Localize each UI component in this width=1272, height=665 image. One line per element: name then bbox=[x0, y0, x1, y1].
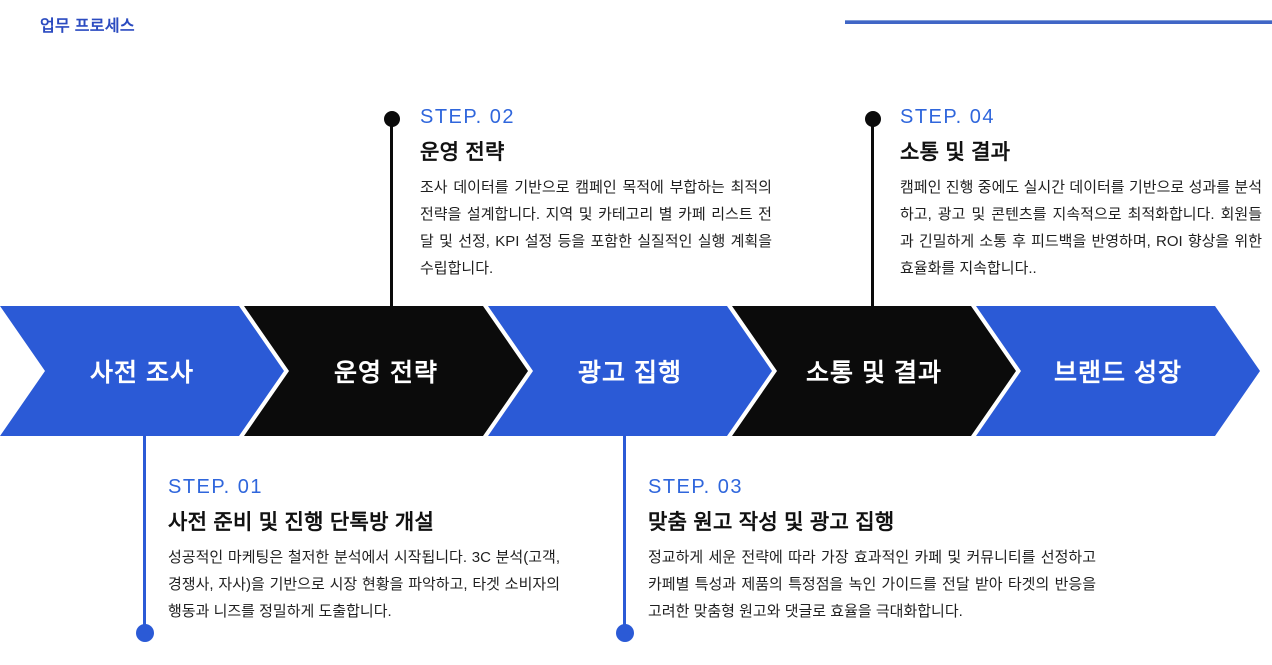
stage-label: 사전 조사 bbox=[90, 359, 194, 387]
step-description: 캠페인 진행 중에도 실시간 데이터를 기반으로 성과를 분석하고, 광고 및 … bbox=[900, 179, 1262, 277]
step-description: 조사 데이터를 기반으로 캠페인 목적에 부합하는 최적의 전략을 설계합니다.… bbox=[420, 179, 772, 277]
step-number-label: STEP. 02 bbox=[420, 106, 516, 128]
connector-line-step-01 bbox=[143, 435, 146, 633]
step-block-04: STEP. 04 소통 및 결과 캠페인 진행 중에도 실시간 데이터를 기반으… bbox=[900, 106, 1262, 282]
connector-dot-step-04 bbox=[865, 111, 881, 127]
step-block-03: STEP. 03 맞춤 원고 작성 및 광고 집행 정교하게 세운 전략에 따라… bbox=[648, 476, 1096, 625]
connector-line-step-03 bbox=[623, 435, 626, 633]
step-title: 소통 및 결과 bbox=[900, 141, 1011, 164]
step-title: 사전 준비 및 진행 단톡방 개설 bbox=[168, 511, 435, 534]
process-chevron-band: 사전 조사 운영 전략 광고 집행 소통 및 결과 브랜드 성장 bbox=[0, 306, 1272, 436]
stage-chevron-5: 브랜드 성장 bbox=[976, 306, 1260, 436]
step-title: 운영 전략 bbox=[420, 141, 505, 164]
connector-line-step-02 bbox=[390, 120, 393, 307]
stage-label: 운영 전략 bbox=[334, 359, 438, 387]
stage-label: 광고 집행 bbox=[578, 359, 682, 387]
step-title: 맞춤 원고 작성 및 광고 집행 bbox=[648, 511, 895, 534]
stage-chevron-4: 소통 및 결과 bbox=[732, 306, 1016, 436]
step-block-02: STEP. 02 운영 전략 조사 데이터를 기반으로 캠페인 목적에 부합하는… bbox=[420, 106, 772, 282]
step-block-01: STEP. 01 사전 준비 및 진행 단톡방 개설 성공적인 마케팅은 철저한… bbox=[168, 476, 560, 625]
step-description: 정교하게 세운 전략에 따라 가장 효과적인 카페 및 커뮤니티를 선정하고 카… bbox=[648, 549, 1096, 620]
step-number-label: STEP. 03 bbox=[648, 476, 744, 498]
step-number-label: STEP. 01 bbox=[168, 476, 264, 498]
page-title: 업무 프로세스 bbox=[40, 18, 135, 35]
step-number-label: STEP. 04 bbox=[900, 106, 996, 128]
stage-chevron-2: 운영 전략 bbox=[244, 306, 528, 436]
header-divider-line bbox=[845, 20, 1272, 24]
connector-dot-step-03 bbox=[616, 624, 634, 642]
connector-dot-step-01 bbox=[136, 624, 154, 642]
connector-dot-step-02 bbox=[384, 111, 400, 127]
connector-line-step-04 bbox=[871, 120, 874, 307]
step-description: 성공적인 마케팅은 철저한 분석에서 시작됩니다. 3C 분석(고객, 경쟁사,… bbox=[168, 549, 560, 620]
stage-chevron-1: 사전 조사 bbox=[0, 306, 284, 436]
stage-label: 소통 및 결과 bbox=[806, 359, 942, 387]
stage-chevron-3: 광고 집행 bbox=[488, 306, 772, 436]
stage-label: 브랜드 성장 bbox=[1054, 359, 1182, 387]
